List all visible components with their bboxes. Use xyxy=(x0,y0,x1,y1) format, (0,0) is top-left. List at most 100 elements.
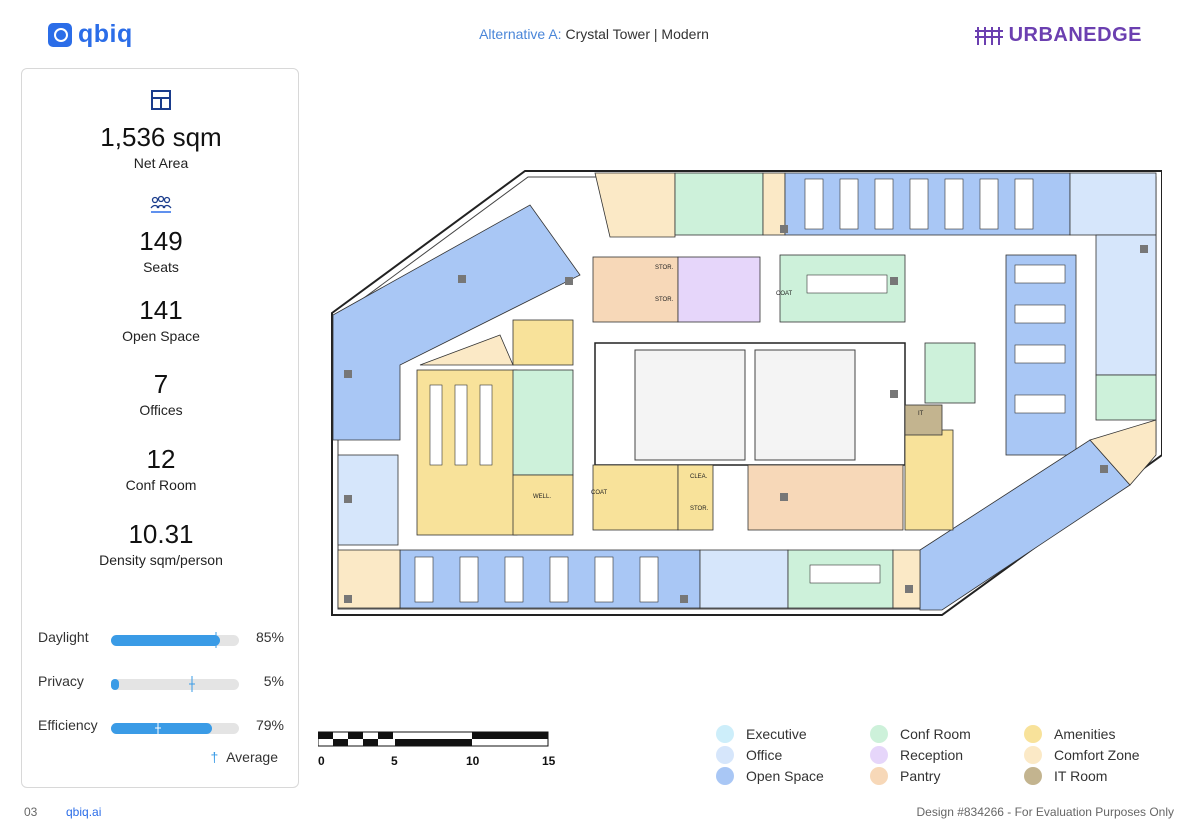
legend-label: IT Room xyxy=(1054,768,1108,784)
legend-swatch xyxy=(1024,725,1042,743)
office-zone xyxy=(1095,234,1157,376)
metric-track xyxy=(111,632,239,648)
metric-track xyxy=(111,676,239,692)
legend-swatch xyxy=(716,767,734,785)
legend-label: Executive xyxy=(746,726,807,742)
offices-label: Offices xyxy=(139,402,183,418)
page-number: 03 xyxy=(24,805,38,819)
scale-label-0: 0 xyxy=(318,754,325,768)
scale-bar: 0 5 10 15 xyxy=(317,730,558,776)
legend-label: Office xyxy=(746,747,783,763)
floor-plan[interactable]: STOR. STOR. COAT CLEA. STOR. COAT WELL. … xyxy=(330,165,1162,617)
legend-open-space: Open Space xyxy=(716,767,824,785)
legend-office: Office xyxy=(716,746,782,764)
open-space-zone xyxy=(332,204,581,441)
conf-room xyxy=(512,369,574,476)
reception-zone xyxy=(677,256,761,323)
metric-value: 79% xyxy=(255,717,284,733)
zone-legend: Executive Office Open Space Conf Room Re… xyxy=(716,725,1156,785)
legend-amenities: Amenities xyxy=(1024,725,1115,743)
metric-label: Efficiency xyxy=(38,717,98,733)
legend-conf-room: Conf Room xyxy=(870,725,971,743)
average-marker-icon xyxy=(188,676,195,692)
net-area-value: 1,536 sqm xyxy=(100,122,222,152)
qbiq-logo-icon xyxy=(48,22,72,47)
seats-value: 149 xyxy=(139,226,183,256)
legend-label: Amenities xyxy=(1054,726,1116,742)
people-icon xyxy=(150,195,172,213)
legend-it-room: IT Room xyxy=(1024,767,1107,785)
density-label: Density sqm/person xyxy=(99,552,223,568)
legend-label: Pantry xyxy=(900,768,941,784)
stat-offices: 7 Offices xyxy=(22,369,300,418)
label-well: WELL. xyxy=(533,494,551,500)
label-clea: CLEA. xyxy=(690,474,708,480)
comfort-zone xyxy=(594,172,676,238)
legend-swatch xyxy=(1024,746,1042,764)
structural-columns xyxy=(344,225,1148,603)
pantry-zone xyxy=(592,256,679,323)
office-zone xyxy=(1069,172,1157,236)
stat-net-area: 1,536 sqm Net Area xyxy=(22,89,300,171)
legend-reception: Reception xyxy=(870,746,963,764)
pantry-zone xyxy=(747,464,904,531)
floorplan-icon xyxy=(151,90,171,110)
legend-label: Comfort Zone xyxy=(1054,747,1140,763)
label-it: IT xyxy=(918,411,924,417)
title-prefix: Alternative A: xyxy=(479,26,562,42)
scale-label-5: 5 xyxy=(391,754,398,768)
legend-pantry: Pantry xyxy=(870,767,940,785)
legend-comfort-zone: Comfort Zone xyxy=(1024,746,1140,764)
qbiq-logo[interactable]: qbiq xyxy=(48,20,133,49)
office-zone xyxy=(699,549,789,609)
metric-label: Daylight xyxy=(38,629,89,645)
legend-label: Conf Room xyxy=(900,726,971,742)
average-legend-icon: † xyxy=(210,749,219,765)
metric-track xyxy=(111,720,239,736)
scale-label-15: 15 xyxy=(542,754,556,768)
qbiq-link[interactable]: qbiq.ai xyxy=(66,805,102,819)
open-space-value: 141 xyxy=(139,295,183,325)
average-legend: † Average xyxy=(211,749,278,765)
average-marker-icon xyxy=(155,720,162,736)
label-coat: COAT xyxy=(776,291,793,297)
conf-room-label: Conf Room xyxy=(125,477,197,493)
scale-ruler xyxy=(317,731,549,747)
legend-swatch xyxy=(870,767,888,785)
stats-card: 1,536 sqm Net Area 149 Seats 141 Open Sp… xyxy=(21,68,299,788)
brand-logo: URBANEDGE xyxy=(974,24,1142,47)
seats-label: Seats xyxy=(143,259,179,275)
it-room xyxy=(904,404,943,436)
legend-swatch xyxy=(716,725,734,743)
metric-fill xyxy=(111,723,213,734)
label-stor: STOR. xyxy=(690,506,709,512)
logo-text: qbiq xyxy=(78,20,133,48)
building-icon xyxy=(974,26,1003,45)
metric-fill xyxy=(111,679,119,690)
conf-room xyxy=(674,172,764,236)
legend-swatch xyxy=(870,725,888,743)
legend-swatch xyxy=(870,746,888,764)
metric-label: Privacy xyxy=(38,673,84,689)
footer-note: Design #834266 - For Evaluation Purposes… xyxy=(916,805,1174,819)
scale-label-10: 10 xyxy=(466,754,480,768)
title-main: Crystal Tower | Modern xyxy=(565,26,709,42)
legend-swatch xyxy=(716,746,734,764)
legend-label: Open Space xyxy=(746,768,824,784)
label-coat: COAT xyxy=(591,490,608,496)
conf-room xyxy=(1095,374,1157,421)
stat-open-space: 141 Open Space xyxy=(22,295,300,344)
metric-efficiency: Efficiency 79% xyxy=(38,717,284,737)
average-marker-icon xyxy=(212,632,219,648)
density-value: 10.31 xyxy=(128,519,194,549)
average-legend-label: Average xyxy=(226,749,278,765)
page-title: Alternative A: Crystal Tower | Modern xyxy=(0,26,1188,42)
metric-value: 85% xyxy=(255,629,284,645)
open-space-label: Open Space xyxy=(122,328,200,344)
legend-label: Reception xyxy=(900,747,964,763)
metric-daylight: Daylight 85% xyxy=(38,629,284,649)
label-stor: STOR. xyxy=(655,265,674,271)
stat-seats: 149 Seats xyxy=(22,193,300,275)
stat-density: 10.31 Density sqm/person xyxy=(22,519,300,568)
net-area-label: Net Area xyxy=(133,155,189,171)
